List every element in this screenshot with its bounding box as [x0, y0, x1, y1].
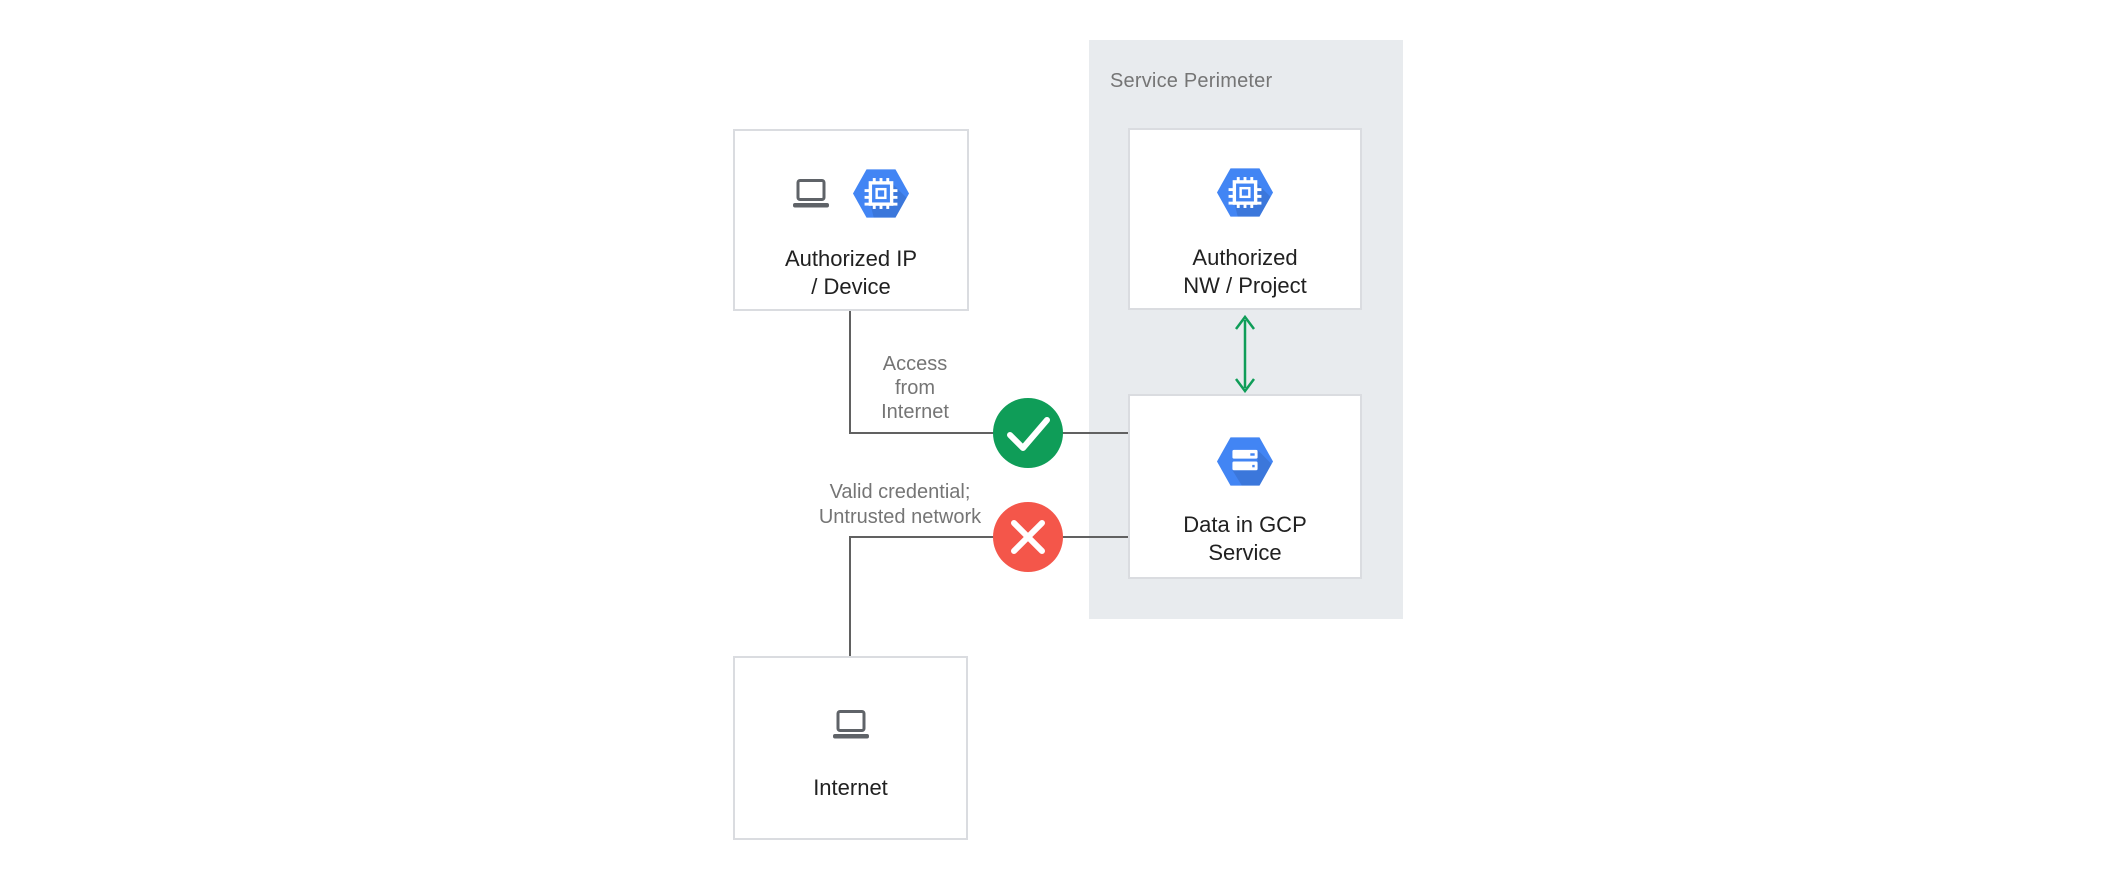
node-label-authorized-ip-device: Authorized IP / Device	[785, 245, 917, 301]
node-label-line: Authorized	[1192, 245, 1298, 270]
edge-label-line: Internet	[881, 401, 949, 423]
node-label-line: NW / Project	[1183, 273, 1307, 298]
node-label-line: Authorized IP	[784, 246, 918, 271]
edge-label-line: Access	[882, 353, 948, 375]
connector-denied-path	[849, 536, 1128, 656]
node-label-line: Internet	[813, 775, 888, 800]
edge-label-valid-credential-untrusted-network: Valid credential; Untrusted network	[780, 480, 1020, 530]
edge-label-line: Valid credential;	[829, 481, 971, 503]
laptop-icon	[832, 710, 870, 744]
node-authorized-ip-device: Authorized IP / Device	[733, 129, 969, 311]
edge-label-line: from	[895, 377, 935, 399]
edge-label-line: Untrusted network	[818, 506, 982, 528]
node-label-line: / Device	[811, 274, 891, 299]
node-authorized-nw-project: Authorized NW / Project	[1128, 128, 1362, 310]
service-perimeter-label: Service Perimeter	[1110, 70, 1273, 92]
storage-hexagon-icon	[1216, 435, 1274, 493]
status-allowed-badge	[993, 398, 1063, 468]
node-label-line: Data in GCP	[1183, 512, 1307, 537]
compute-engine-hexagon-icon	[1216, 166, 1274, 224]
edge-label-access-from-internet: Access from Internet	[840, 352, 990, 424]
node-data-in-gcp-service: Data in GCP Service	[1128, 394, 1362, 579]
node-internet: Internet	[733, 656, 968, 840]
node-label-authorized-nw-project: Authorized NW / Project	[1183, 244, 1306, 300]
node-label-data-in-gcp-service: Data in GCP Service	[1183, 511, 1307, 567]
node-label-line: Service	[1208, 540, 1282, 565]
check-icon	[1007, 417, 1050, 451]
node-label-internet: Internet	[813, 774, 888, 802]
node-icon-row	[792, 167, 910, 225]
compute-engine-hexagon-icon	[852, 167, 910, 225]
laptop-icon	[792, 179, 830, 213]
